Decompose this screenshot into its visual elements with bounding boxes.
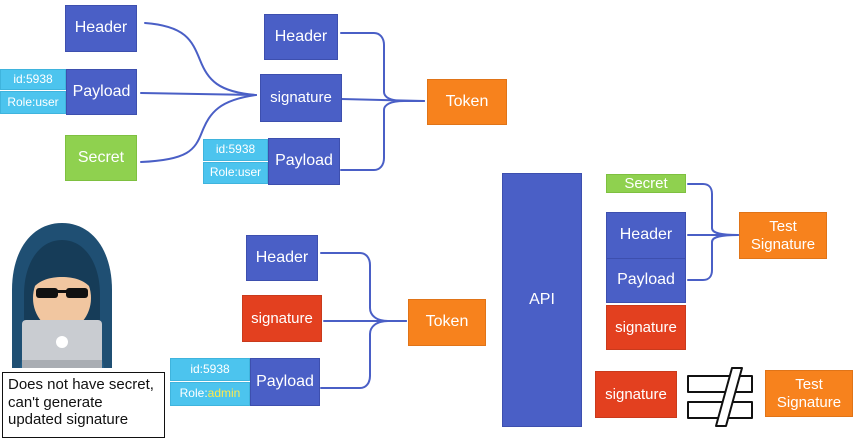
attack-payload-id: id:5938 [170,358,250,381]
attack-role-prefix: Role: [179,386,208,401]
compare-signature-box: signature [595,371,677,418]
token-payload-id: id:5938 [203,139,268,161]
compare-test-line-1: Test [795,376,823,394]
test-signature-box: Test Signature [739,212,827,259]
note-line-2: can't generate [8,393,103,411]
api-secret-box: Secret [606,174,686,193]
signing-payload-id: id:5938 [0,69,66,90]
compare-test-signature-box: Test Signature [765,370,853,417]
attack-header-box: Header [246,235,318,281]
token-signature-box: signature [260,74,342,122]
attack-token-box: Token [408,299,486,346]
not-equal-icon [687,367,753,427]
token-header-box: Header [264,14,338,60]
attack-signature-box: signature [242,295,322,342]
attack-payload-role: Role:admin [170,382,250,406]
compare-test-line-2: Signature [776,393,842,411]
signing-payload-role: Role:user [0,91,66,114]
test-signature-line-1: Test [769,218,797,236]
secret-box: Secret [65,135,137,181]
hooded-hacker-icon [12,223,112,368]
signing-header-box: Header [65,5,137,52]
api-header-box: Header [606,212,686,259]
attack-role-value: admin [207,386,241,401]
token-payload-box: Payload [268,138,340,185]
attacker-note: Does not have secret, can't generate upd… [2,372,165,438]
signing-payload-box: Payload [66,69,137,115]
api-box: API [502,173,582,427]
api-signature-box: signature [606,305,686,350]
test-signature-line-2: Signature [750,235,816,253]
note-line-3: updated signature [8,411,129,429]
note-line-1: Does not have secret, [8,376,154,393]
attack-payload-box: Payload [250,358,320,406]
api-payload-box: Payload [606,258,686,303]
token-payload-role: Role:user [203,162,268,184]
token-box: Token [427,79,507,125]
